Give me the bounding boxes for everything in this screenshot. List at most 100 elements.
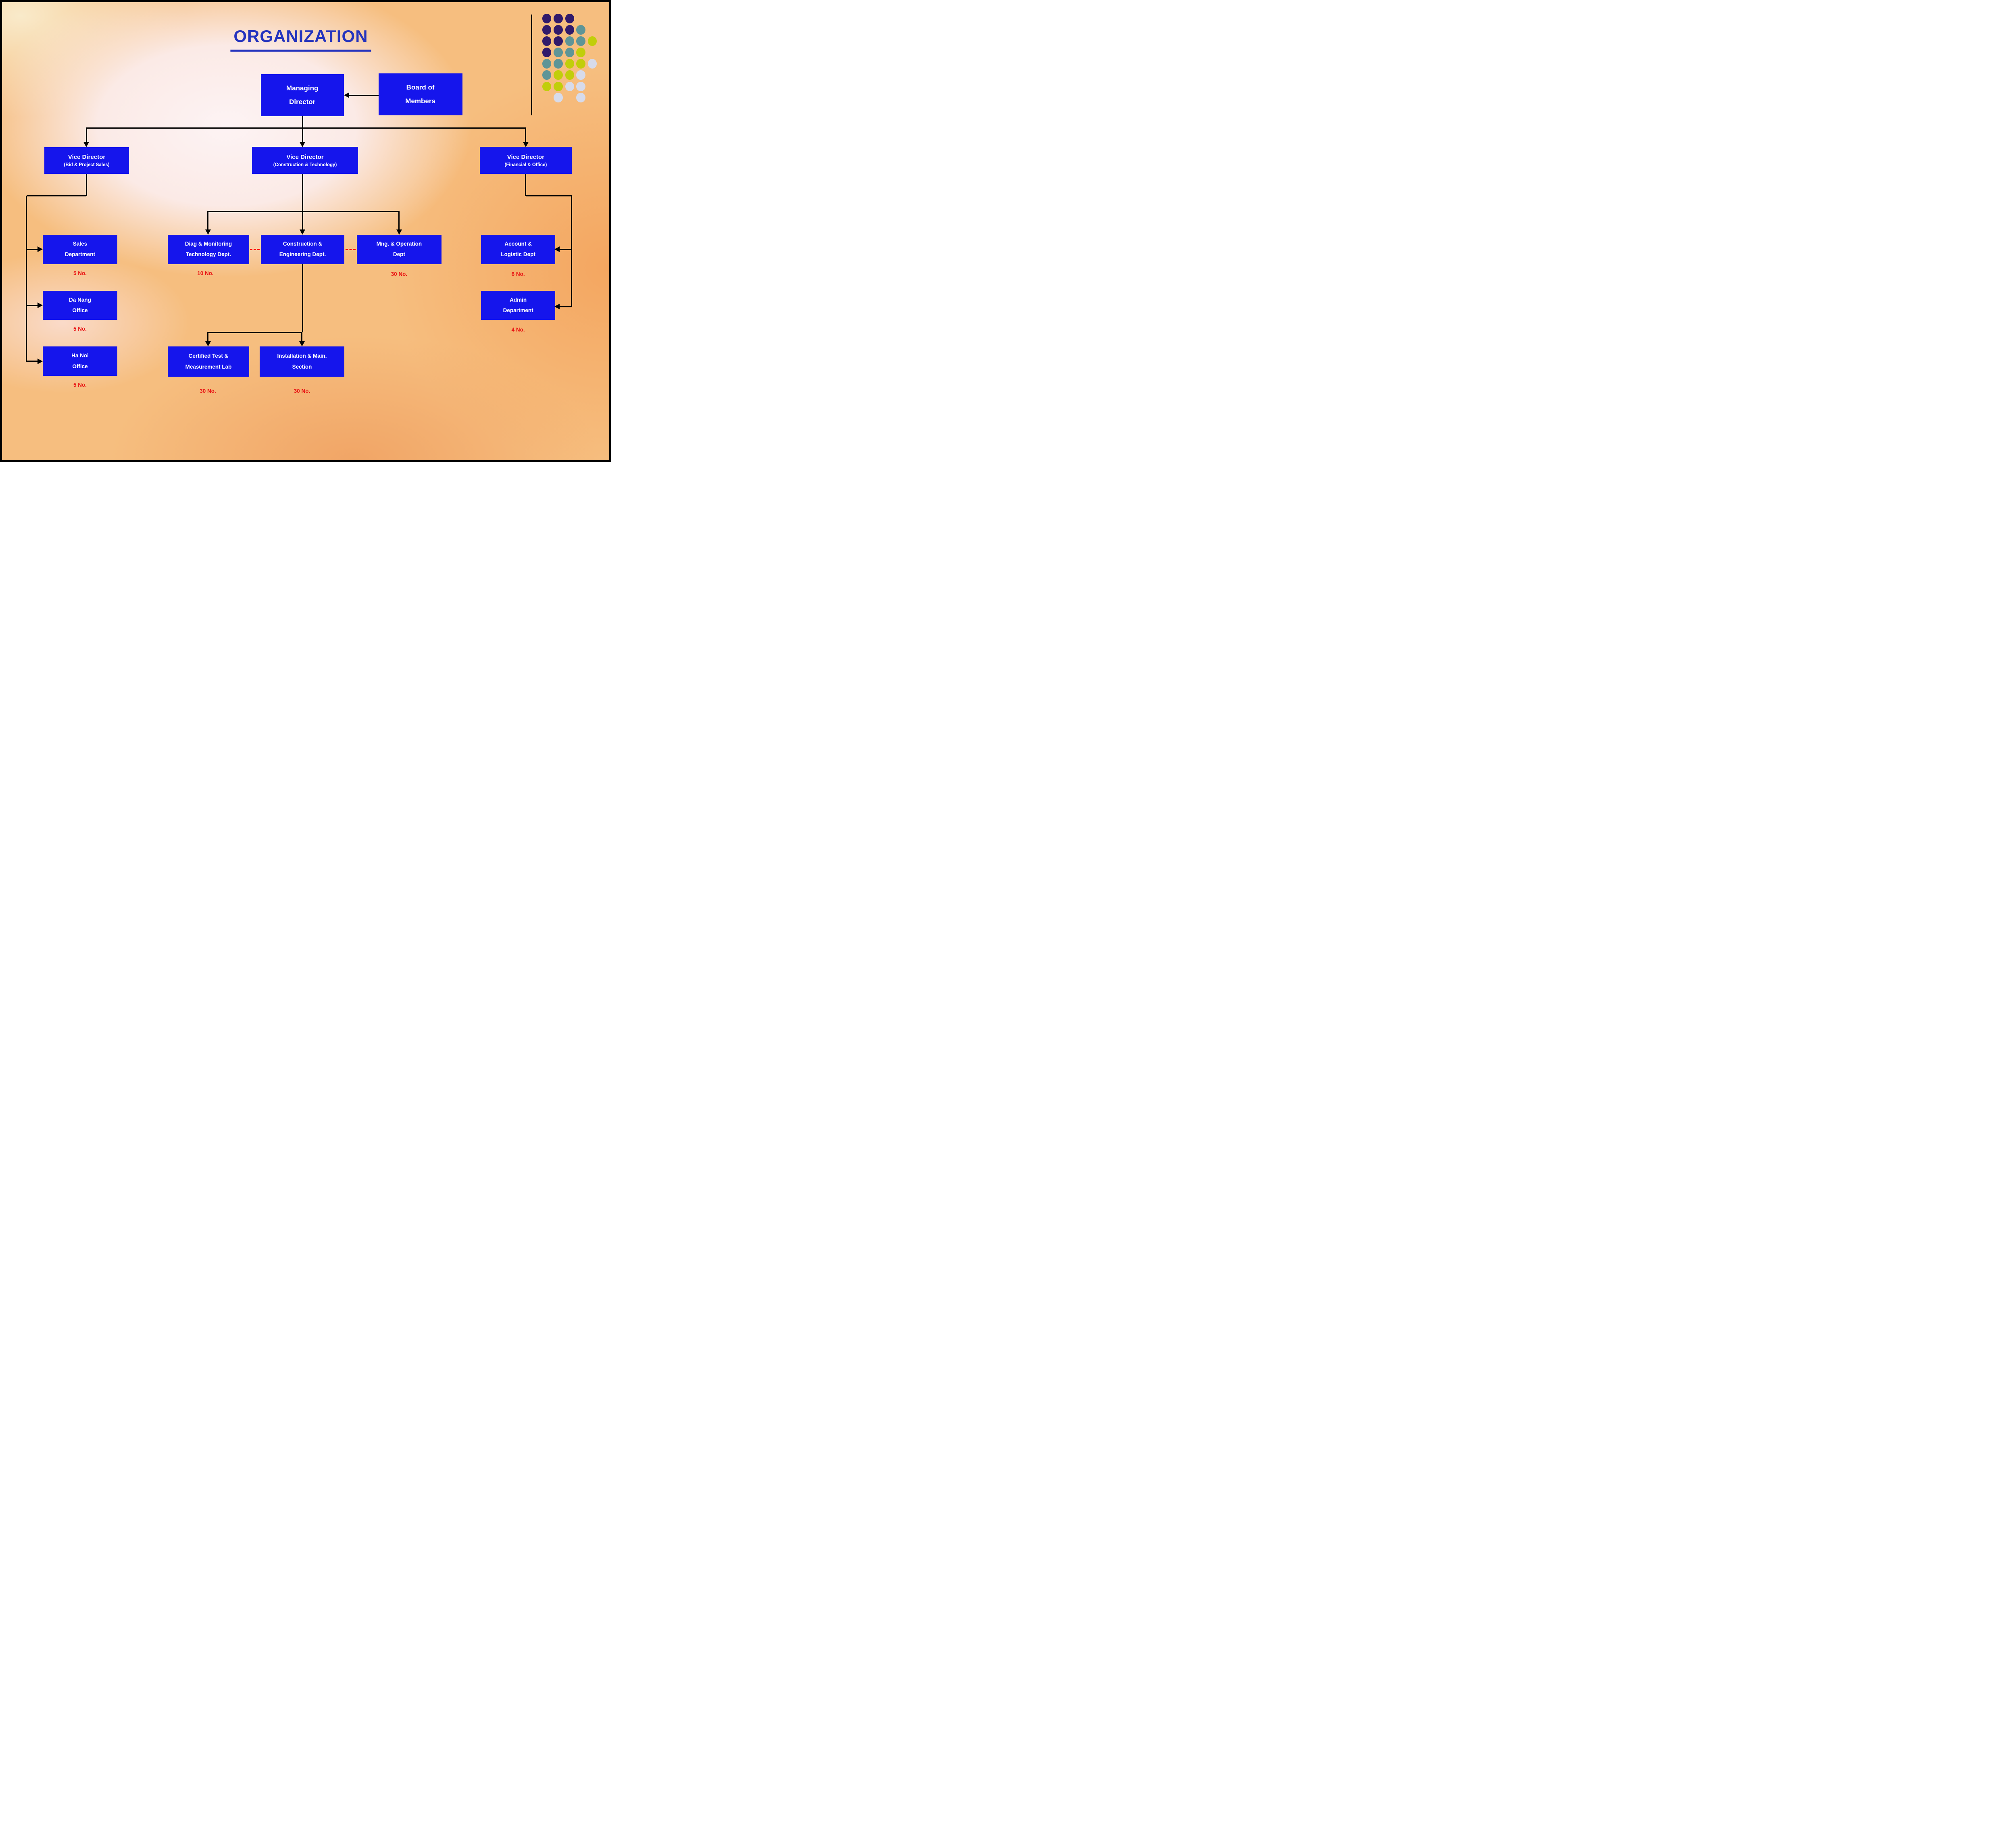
connector-left-trunk	[26, 196, 27, 362]
node-sublabel: (Financial & Office)	[504, 162, 547, 167]
purple-dot	[565, 25, 575, 35]
connector-layer	[2, 2, 609, 460]
node-vice-director-financial-office: Vice Director (Financial & Office)	[480, 146, 572, 174]
node-label: Diag & Monitoring	[185, 241, 232, 247]
connector-board-to-md-line	[348, 94, 379, 96]
arrowhead-into-installation	[299, 341, 305, 347]
node-sublabel: (Construction & Technology)	[273, 162, 337, 167]
connector-right-elbow	[525, 195, 572, 197]
page-title: ORGANIZATION	[230, 27, 371, 52]
arrowhead-into-sales	[37, 246, 43, 252]
decor-dots	[2, 2, 609, 460]
purple-dot	[554, 25, 563, 35]
node-label: Technology Dept.	[185, 251, 231, 258]
connector-drop-diag	[207, 211, 209, 229]
connector-branch-account	[559, 248, 572, 250]
connector-branch-admin	[559, 306, 572, 307]
node-label: Admin	[510, 296, 527, 303]
yellow-dot	[554, 70, 563, 80]
purple-dot	[542, 14, 552, 24]
lavender-dot	[554, 93, 563, 103]
node-managing-director: Managing Director	[260, 74, 344, 116]
node-label: Dept	[393, 251, 405, 258]
teal-dot	[565, 36, 575, 46]
yellow-dot	[576, 48, 585, 58]
node-label: Certified Test &	[188, 353, 229, 359]
arrowhead-into-admin	[554, 304, 560, 310]
arrowhead-into-da-nang	[37, 302, 43, 309]
teal-dot	[554, 48, 563, 58]
node-label: Office	[72, 307, 88, 314]
connector-vd-mid-down	[302, 174, 303, 212]
staff-count-admin: 4 No.	[511, 327, 525, 333]
staff-count-ha-noi: 5 No.	[73, 382, 87, 388]
purple-dot	[554, 36, 563, 46]
connector-right-trunk	[571, 196, 573, 307]
node-label: Sales	[73, 241, 87, 247]
node-certified-test-measurement-lab: Certified Test & Measurement Lab	[168, 346, 249, 377]
purple-dot	[554, 14, 563, 24]
connector-branch-ha-noi	[26, 361, 38, 362]
connector-mid-distribution	[208, 211, 399, 212]
connector-md-down	[302, 116, 303, 128]
arrowhead-into-vd-mid	[300, 142, 306, 147]
lavender-dot	[576, 70, 585, 80]
node-label: Section	[292, 363, 312, 370]
node-label: Mng. & Operation	[376, 241, 422, 247]
node-label: Construction &	[283, 241, 323, 247]
staff-count-diag-monitoring: 10 No.	[197, 270, 214, 276]
node-label: Vice Director	[507, 153, 545, 161]
staff-count-sales: 5 No.	[73, 270, 87, 276]
node-sales-department: Sales Department	[42, 235, 118, 264]
arrowhead-into-diag	[205, 229, 211, 235]
yellow-dot	[565, 59, 575, 69]
node-vice-director-construction-technology: Vice Director (Construction & Technology…	[252, 146, 358, 174]
arrowhead-into-account	[554, 246, 560, 252]
node-label: Members	[405, 97, 435, 105]
node-board-of-members: Board of Members	[378, 73, 462, 115]
purple-dot	[542, 48, 552, 58]
org-chart-slide: ORGANIZATION Managing Director Board of …	[0, 0, 611, 462]
node-admin-department: Admin Department	[481, 290, 555, 320]
node-label: Da Nang	[69, 296, 91, 303]
node-da-nang-office: Da Nang Office	[42, 290, 118, 320]
connector-branch-sales	[26, 248, 38, 250]
node-vice-director-bid-project-sales: Vice Director (Bid & Project Sales)	[44, 147, 129, 174]
lavender-dot	[576, 81, 585, 92]
connector-vd-right-down	[525, 174, 527, 196]
node-label: Logistic Dept	[501, 251, 535, 258]
lavender-dot	[565, 81, 575, 92]
connector-left-elbow	[26, 195, 87, 197]
connector-construction-down	[302, 264, 303, 333]
yellow-dot	[565, 70, 575, 80]
teal-dot	[554, 59, 563, 69]
arrowhead-into-vd-left	[83, 142, 90, 147]
purple-dot	[542, 25, 552, 35]
connector-top-distribution	[86, 127, 526, 129]
node-label: Measurement Lab	[185, 363, 232, 370]
purple-dot	[565, 14, 575, 24]
node-construction-engineering-dept: Construction & Engineering Dept.	[260, 235, 345, 264]
yellow-dot	[587, 36, 597, 46]
dashed-link-diag-construction	[250, 248, 260, 250]
node-sublabel: (Bid & Project Sales)	[64, 163, 110, 168]
arrowhead-into-mng	[396, 229, 402, 235]
node-label: Office	[72, 363, 88, 369]
node-label: Managing	[286, 84, 319, 92]
lavender-dot	[576, 93, 585, 103]
teal-dot	[576, 36, 585, 46]
connector-drop-construction	[302, 211, 303, 229]
node-label: Vice Director	[68, 154, 106, 161]
staff-count-mng-operation: 30 No.	[391, 271, 408, 277]
node-label: Board of	[406, 83, 435, 91]
dashed-link-construction-mng	[345, 248, 356, 250]
yellow-dot	[542, 81, 552, 92]
decor-vertical-rule	[531, 15, 533, 116]
connector-drop-vd-mid	[302, 128, 303, 142]
arrowhead-into-managing-director	[344, 92, 349, 98]
node-account-logistic-dept: Account & Logistic Dept	[481, 235, 555, 264]
node-label: Director	[289, 98, 316, 106]
node-ha-noi-office: Ha Noi Office	[42, 346, 118, 376]
connector-bottom-distribution	[208, 332, 303, 333]
arrowhead-into-construction	[300, 229, 306, 235]
